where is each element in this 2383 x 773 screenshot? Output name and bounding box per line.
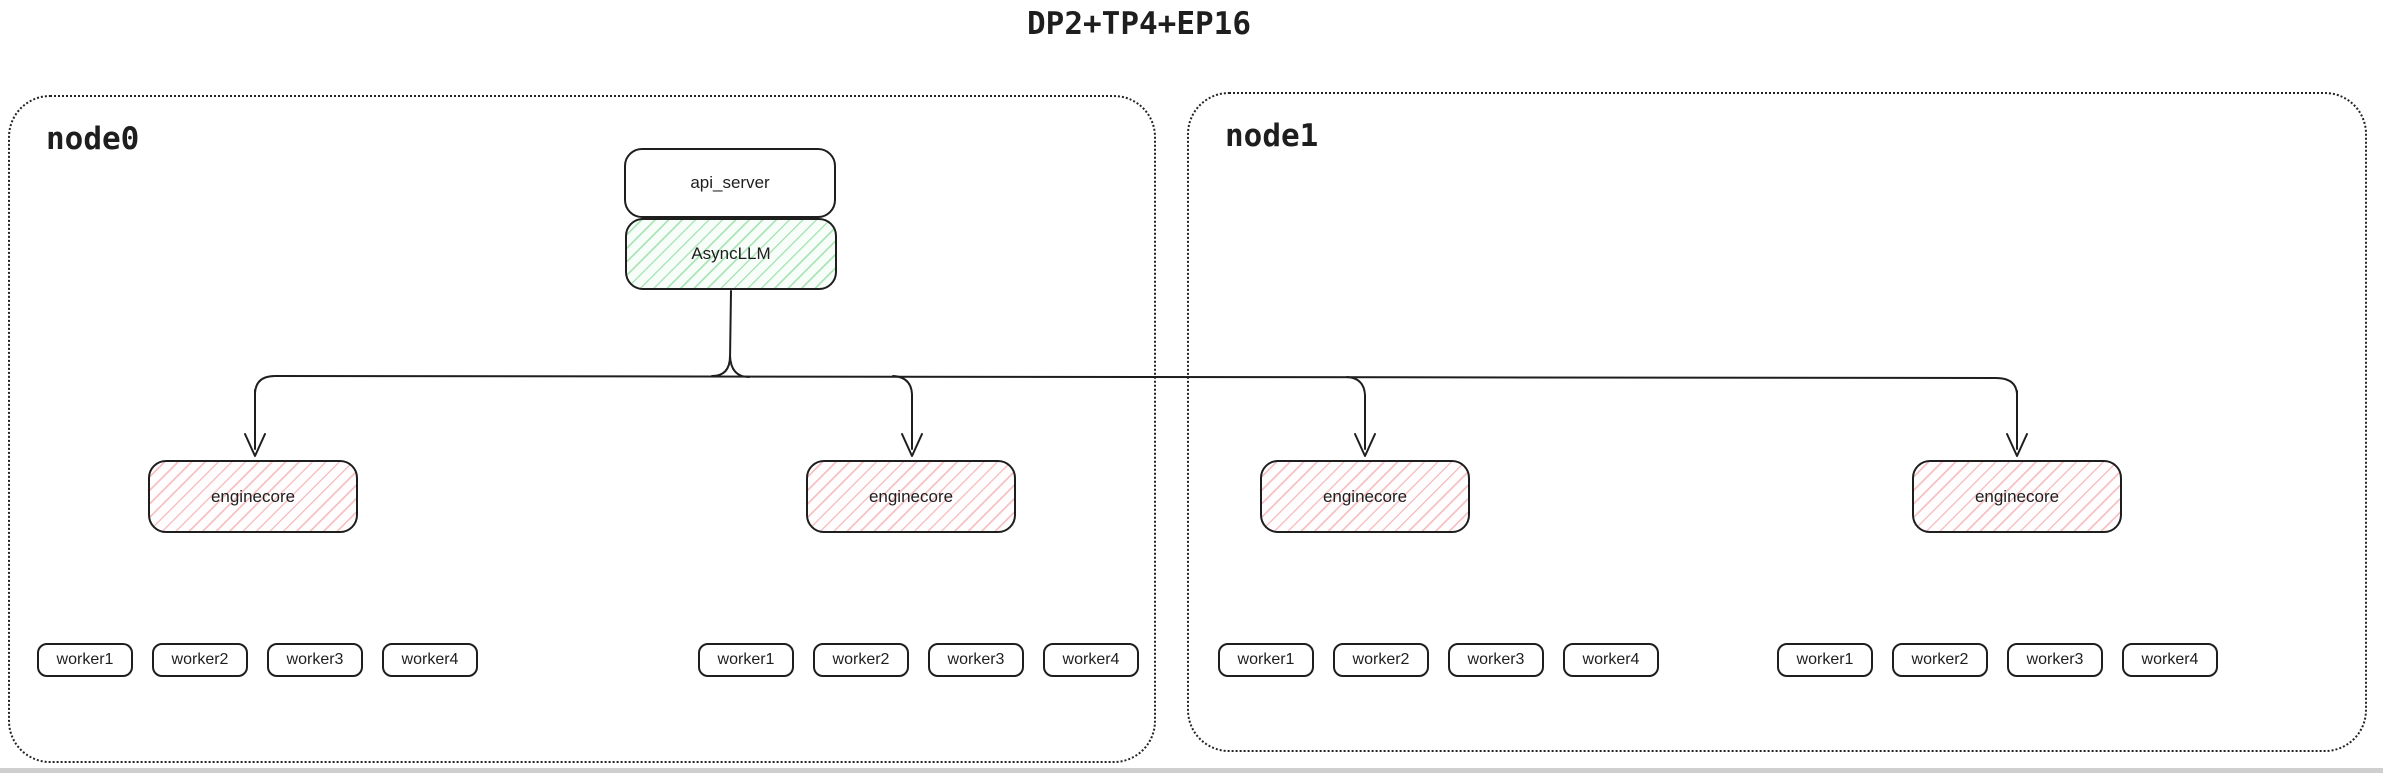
worker-box: worker4 xyxy=(1563,643,1659,677)
node1-label: node1 xyxy=(1225,118,1319,154)
worker-label: worker3 xyxy=(286,651,344,668)
enginecore-label: enginecore xyxy=(210,486,296,506)
worker-label: worker3 xyxy=(2026,651,2084,668)
worker-label: worker2 xyxy=(1911,651,1969,668)
worker-box: worker3 xyxy=(2007,643,2103,677)
worker-box: worker4 xyxy=(382,643,478,677)
worker-box: worker2 xyxy=(1892,643,1988,677)
worker-box: worker3 xyxy=(267,643,363,677)
worker-label: worker2 xyxy=(1352,651,1410,668)
asyncllm-box: AsyncLLM xyxy=(625,218,837,290)
worker-label: worker4 xyxy=(1062,651,1120,668)
worker-label: worker1 xyxy=(717,651,775,668)
enginecore-box-2: enginecore xyxy=(806,460,1016,533)
worker-group-2: worker1 worker2 worker3 worker4 xyxy=(698,643,1139,677)
worker-group-1: worker1 worker2 worker3 worker4 xyxy=(37,643,478,677)
worker-label: worker1 xyxy=(1237,651,1295,668)
worker-group-4: worker1 worker2 worker3 worker4 xyxy=(1777,643,2218,677)
worker-label: worker4 xyxy=(2141,651,2199,668)
enginecore-label: enginecore xyxy=(1322,486,1408,506)
worker-label: worker4 xyxy=(401,651,459,668)
node0-container: node0 xyxy=(8,95,1156,763)
worker-label: worker3 xyxy=(947,651,1005,668)
enginecore-box-3: enginecore xyxy=(1260,460,1470,533)
worker-box: worker3 xyxy=(928,643,1024,677)
enginecore-box-1: enginecore xyxy=(148,460,358,533)
worker-label: worker1 xyxy=(56,651,114,668)
worker-box: worker4 xyxy=(1043,643,1139,677)
worker-box: worker2 xyxy=(813,643,909,677)
worker-label: worker2 xyxy=(171,651,229,668)
worker-box: worker1 xyxy=(1777,643,1873,677)
worker-box: worker2 xyxy=(1333,643,1429,677)
worker-label: worker1 xyxy=(1796,651,1854,668)
worker-box: worker1 xyxy=(1218,643,1314,677)
diagram-title: DP2+TP4+EP16 xyxy=(1027,6,1251,42)
enginecore-label: enginecore xyxy=(868,486,954,506)
asyncllm-label: AsyncLLM xyxy=(691,244,771,263)
worker-box: worker1 xyxy=(37,643,133,677)
worker-box: worker1 xyxy=(698,643,794,677)
api-server-box: api_server xyxy=(624,148,836,218)
worker-label: worker2 xyxy=(832,651,890,668)
worker-label: worker4 xyxy=(1582,651,1640,668)
worker-group-3: worker1 worker2 worker3 worker4 xyxy=(1218,643,1659,677)
worker-label: worker3 xyxy=(1467,651,1525,668)
canvas-bottom-edge xyxy=(0,768,2383,773)
node0-label: node0 xyxy=(46,121,140,157)
node1-container: node1 xyxy=(1187,92,2367,752)
enginecore-label: enginecore xyxy=(1974,486,2060,506)
worker-box: worker3 xyxy=(1448,643,1544,677)
worker-box: worker2 xyxy=(152,643,248,677)
api-server-label: api_server xyxy=(690,173,770,192)
worker-box: worker4 xyxy=(2122,643,2218,677)
enginecore-box-4: enginecore xyxy=(1912,460,2122,533)
